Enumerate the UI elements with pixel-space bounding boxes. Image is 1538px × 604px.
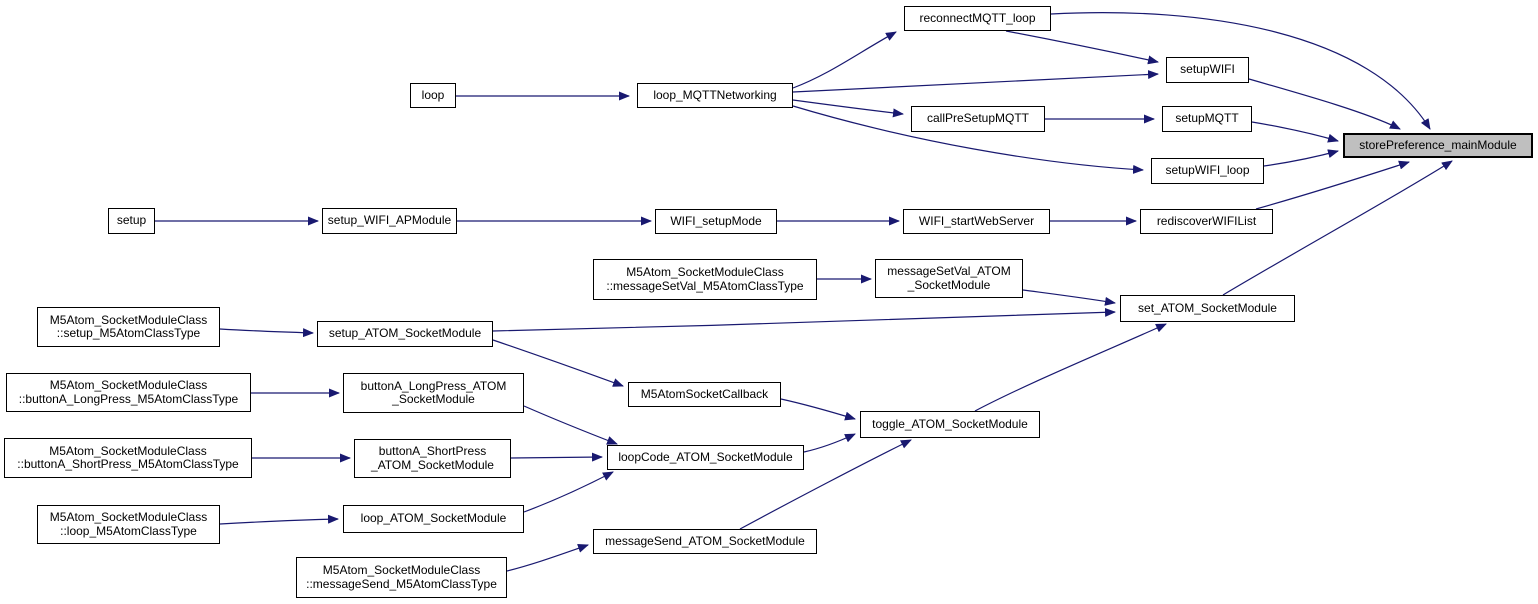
node-label-line: M5Atom_SocketModuleClass (626, 265, 784, 279)
node-label-line: M5Atom_SocketModuleClass (49, 378, 208, 392)
node-label-line: M5Atom_SocketModuleClass (49, 510, 208, 524)
edge-class_messageSend--messageSend_ATOM_SocketModule (506, 544, 589, 572)
node-label-line: M5Atom_SocketModuleClass (49, 443, 207, 458)
node-class_messageSetVal[interactable]: M5Atom_SocketModuleClass::messageSetVal_… (593, 259, 817, 300)
node-label-line: setup_ATOM_SocketModule (328, 326, 482, 341)
edge-reconnectMQTT_loop--setupWIFI (1005, 30, 1159, 65)
node-label-line: WIFI_setupMode (670, 213, 762, 228)
node-label-line: reconnectMQTT_loop (919, 10, 1036, 25)
node-WIFI_startWebServer[interactable]: WIFI_startWebServer (903, 209, 1050, 234)
edge-setupWIFI_loop--storePreference_mainModule (1263, 149, 1339, 167)
node-label-line: ::messageSetVal_M5AtomClassType (606, 278, 804, 293)
node-label-line: WIFI_startWebServer (918, 213, 1035, 228)
edge-loop_ATOM_SocketModule--loopCode_ATOM_SocketModule (523, 471, 614, 513)
node-loop[interactable]: loop (410, 83, 456, 108)
node-label-line: _SocketModule (392, 392, 475, 406)
edge-messageSetVal_ATOM_SocketModule--set_ATOM_SocketModule (1022, 289, 1116, 306)
node-buttonA_ShortPress_ATOM_SocketModule[interactable]: buttonA_ShortPress_ATOM_SocketModule (354, 439, 511, 478)
node-label-line: M5Atom_SocketModuleClass (322, 563, 481, 577)
node-M5AtomSocketCallback[interactable]: M5AtomSocketCallback (628, 382, 781, 407)
node-label-line: buttonA_LongPress_ATOM (360, 378, 507, 393)
node-setup_WIFI_APModule[interactable]: setup_WIFI_APModule (322, 208, 457, 234)
node-setup_ATOM_SocketModule[interactable]: setup_ATOM_SocketModule (317, 321, 493, 347)
node-label-line: loopCode_ATOM_SocketModule (618, 449, 793, 464)
edge-set_ATOM_SocketModule--storePreference_mainModule (1222, 160, 1453, 296)
edge-loop_MQTTNetworking--setupWIFI_loop (792, 105, 1144, 174)
node-label-line: buttonA_ShortPress (378, 444, 487, 458)
node-label-line: messageSetVal_ATOM (887, 264, 1011, 278)
edge-messageSend_ATOM_SocketModule--toggle_ATOM_SocketModule (739, 439, 912, 530)
node-label-line: setupWIFI (1180, 62, 1235, 77)
node-label-line: M5Atom_SocketModuleClass (49, 312, 208, 327)
node-toggle_ATOM_SocketModule[interactable]: toggle_ATOM_SocketModule (860, 411, 1040, 438)
node-reconnectMQTT_loop[interactable]: reconnectMQTT_loop (904, 6, 1051, 31)
node-set_ATOM_SocketModule[interactable]: set_ATOM_SocketModule (1120, 295, 1295, 322)
node-label-line: setup (116, 213, 147, 228)
node-label-line: ::loop_M5AtomClassType (60, 523, 197, 538)
edge-loop_MQTTNetworking--setupWIFI (792, 70, 1159, 93)
edge-M5AtomSocketCallback--toggle_ATOM_SocketModule (780, 398, 856, 421)
node-label-line: setupWIFI_loop (1165, 163, 1250, 178)
edge-loop_MQTTNetworking--reconnectMQTT_loop (792, 31, 897, 89)
node-class_setup[interactable]: M5Atom_SocketModuleClass::setup_M5AtomCl… (37, 307, 220, 347)
node-label-line: ::buttonA_LongPress_M5AtomClassType (18, 391, 239, 406)
node-label-line: rediscoverWIFIList (1156, 213, 1257, 228)
edge-loopCode_ATOM_SocketModule--toggle_ATOM_SocketModule (803, 433, 856, 453)
edge-setupMQTT--storePreference_mainModule (1251, 121, 1339, 143)
node-class_loop[interactable]: M5Atom_SocketModuleClass::loop_M5AtomCla… (37, 505, 220, 544)
edge-class_setup--setup_ATOM_SocketModule (219, 328, 314, 338)
node-label-line: set_ATOM_SocketModule (1138, 300, 1277, 315)
node-label-line: _SocketModule (907, 277, 991, 292)
node-rediscoverWIFIList[interactable]: rediscoverWIFIList (1140, 209, 1273, 234)
edge-buttonA_LongPress_ATOM_SocketModule--loopCode_ATOM_SocketModule (523, 405, 618, 445)
node-setupMQTT[interactable]: setupMQTT (1162, 106, 1252, 132)
node-label-line: callPreSetupMQTT (926, 111, 1030, 126)
node-WIFI_setupMode[interactable]: WIFI_setupMode (655, 209, 777, 234)
node-label-line: loop (421, 87, 445, 102)
edge-buttonA_ShortPress_ATOM_SocketModule--loopCode_ATOM_SocketModule (510, 452, 603, 462)
node-loop_MQTTNetworking[interactable]: loop_MQTTNetworking (637, 83, 793, 108)
node-label-line: M5AtomSocketCallback (640, 386, 769, 401)
node-label-line: ::setup_M5AtomClassType (56, 326, 201, 340)
node-label-line: setup_WIFI_APModule (327, 213, 452, 228)
node-setupWIFI[interactable]: setupWIFI (1166, 57, 1249, 83)
edge-setupWIFI--storePreference_mainModule (1248, 78, 1401, 130)
edge-rediscoverWIFIList--storePreference_mainModule (1255, 160, 1410, 210)
node-buttonA_LongPress_ATOM_SocketModule[interactable]: buttonA_LongPress_ATOM_SocketModule (343, 373, 524, 413)
edge-setup_ATOM_SocketModule--set_ATOM_SocketModule (492, 307, 1116, 332)
node-loopCode_ATOM_SocketModule[interactable]: loopCode_ATOM_SocketModule (607, 445, 804, 470)
node-setup[interactable]: setup (108, 208, 155, 234)
edge-toggle_ATOM_SocketModule--set_ATOM_SocketModule (974, 323, 1167, 412)
node-label-line: ::messageSend_M5AtomClassType (306, 576, 497, 591)
edge-reconnectMQTT_loop--storePreference_mainModule (1050, 12, 1431, 130)
node-loop_ATOM_SocketModule[interactable]: loop_ATOM_SocketModule (343, 505, 524, 533)
node-label-line: loop_ATOM_SocketModule (360, 511, 507, 526)
node-label-line: toggle_ATOM_SocketModule (872, 416, 1028, 431)
node-label-line: storePreference_mainModule (1359, 137, 1517, 152)
edge-class_loop--loop_ATOM_SocketModule (219, 514, 339, 525)
node-label-line: ::buttonA_ShortPress_M5AtomClassType (17, 457, 239, 471)
node-messageSend_ATOM_SocketModule[interactable]: messageSend_ATOM_SocketModule (593, 529, 817, 554)
node-label-line: setupMQTT (1175, 111, 1239, 126)
edge-setup_ATOM_SocketModule--M5AtomSocketCallback (492, 339, 624, 387)
node-class_messageSend[interactable]: M5Atom_SocketModuleClass::messageSend_M5… (296, 557, 507, 598)
node-label-line: _ATOM_SocketModule (371, 457, 494, 472)
node-setupWIFI_loop[interactable]: setupWIFI_loop (1151, 158, 1264, 184)
node-label-line: loop_MQTTNetworking (653, 87, 777, 102)
node-callPreSetupMQTT[interactable]: callPreSetupMQTT (911, 106, 1045, 132)
node-messageSetVal_ATOM_SocketModule[interactable]: messageSetVal_ATOM_SocketModule (875, 259, 1023, 298)
node-storePreference_mainModule[interactable]: storePreference_mainModule (1343, 133, 1533, 158)
node-class_buttonA_LongPress[interactable]: M5Atom_SocketModuleClass::buttonA_LongPr… (6, 373, 251, 412)
node-label-line: messageSend_ATOM_SocketModule (605, 533, 805, 548)
edge-loop_MQTTNetworking--callPreSetupMQTT (792, 99, 904, 118)
node-class_buttonA_ShortPress[interactable]: M5Atom_SocketModuleClass::buttonA_ShortP… (4, 438, 252, 478)
